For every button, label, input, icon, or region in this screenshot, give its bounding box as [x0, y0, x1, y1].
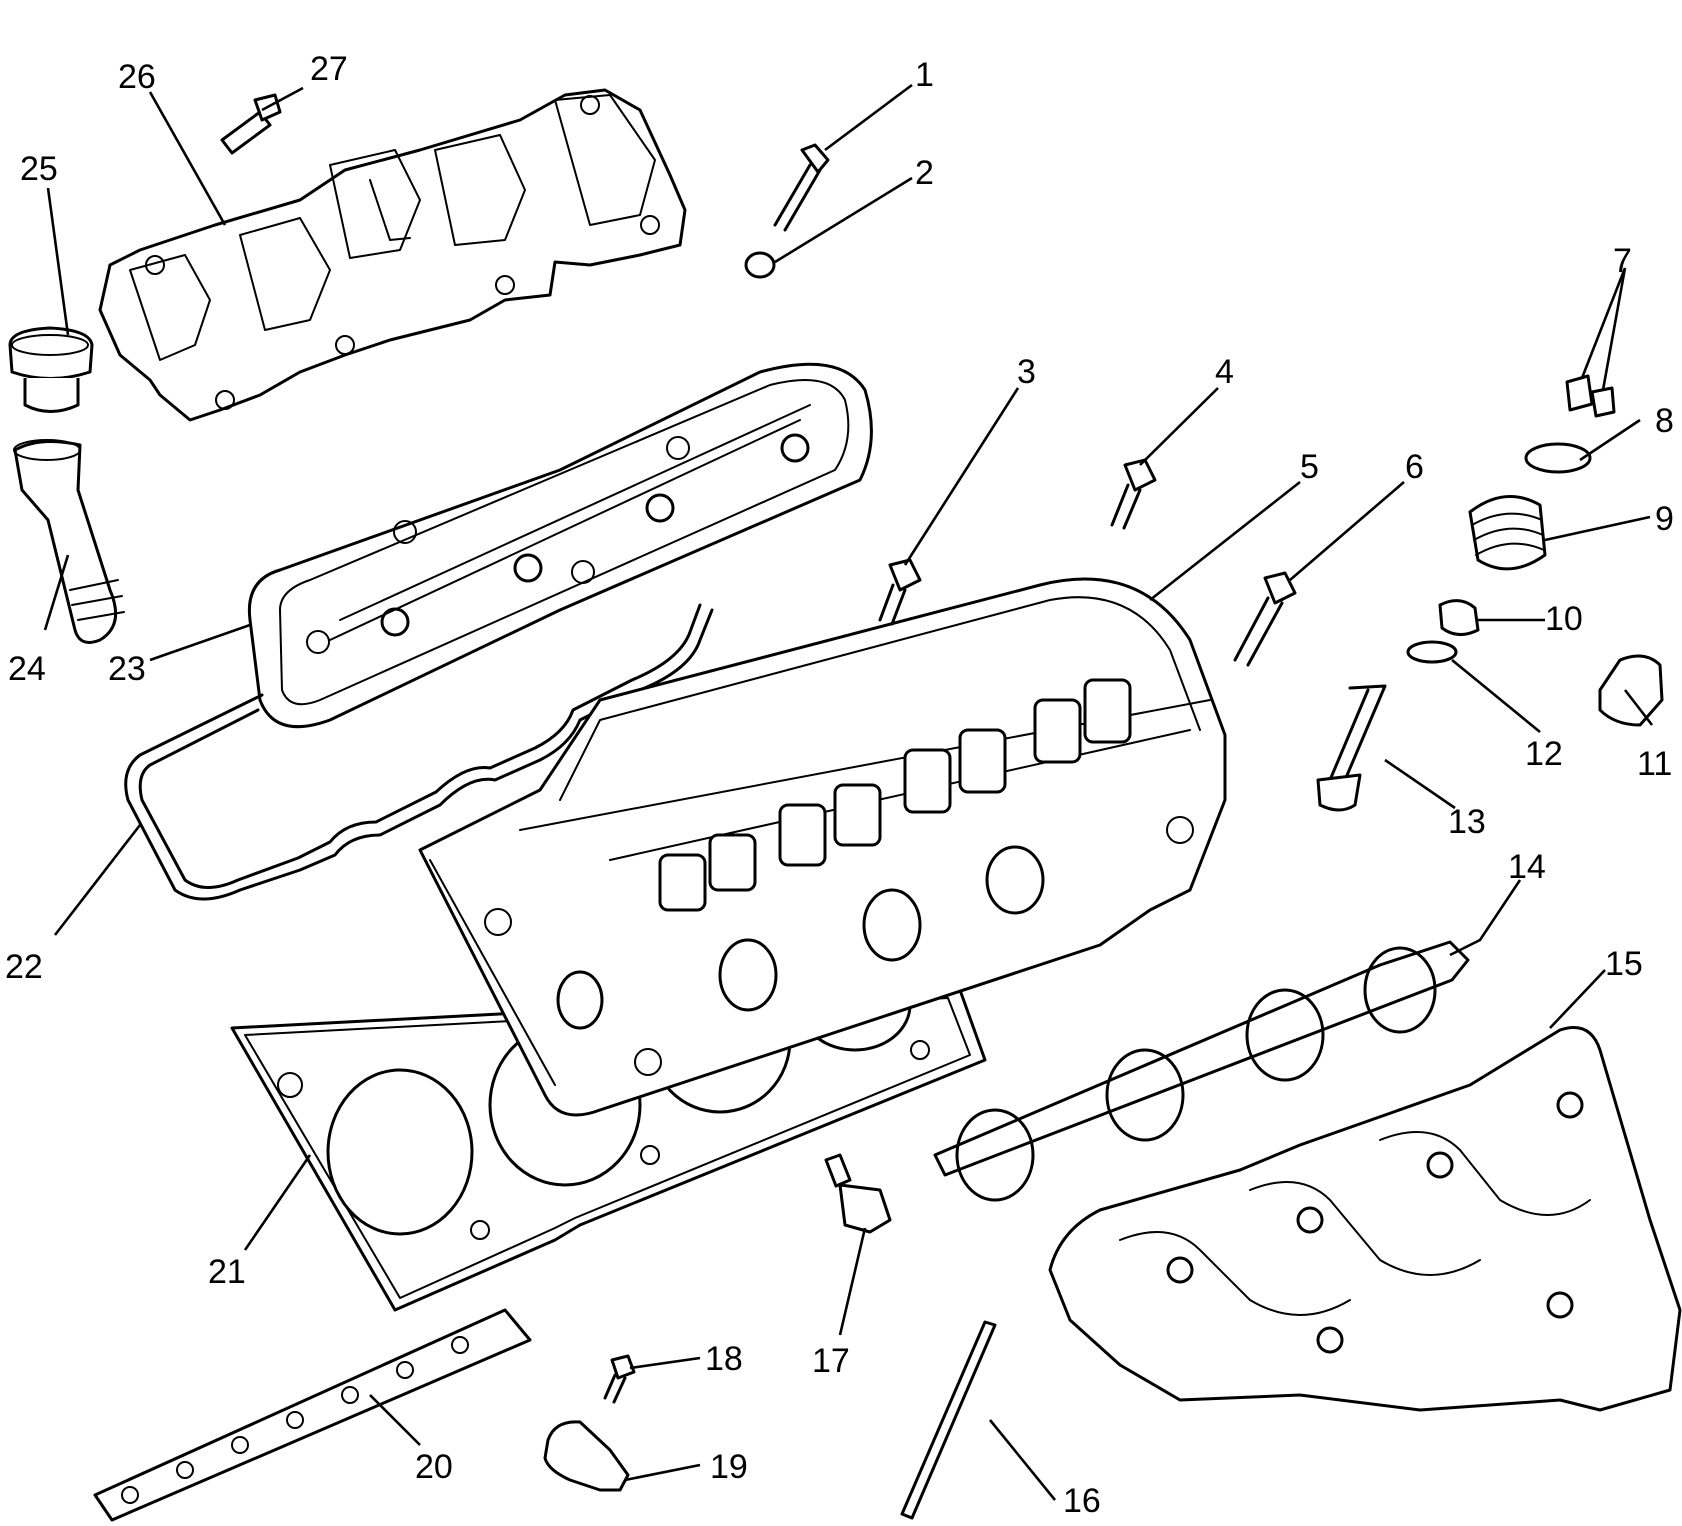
bracket-19 [543, 1420, 630, 1492]
callout-2: 2 [915, 154, 934, 192]
callout-20: 20 [415, 1448, 453, 1486]
callout-8: 8 [1655, 402, 1674, 440]
spring-retainer-8 [1524, 442, 1592, 474]
bolt-1 [773, 143, 830, 232]
callout-7: 7 [1613, 242, 1632, 280]
oil-fill-tube [13, 439, 125, 644]
callout-23: 23 [108, 650, 146, 688]
callout-22: 22 [5, 948, 43, 986]
callout-14: 14 [1508, 848, 1546, 886]
callout-13: 13 [1448, 803, 1486, 841]
callout-26: 26 [118, 58, 156, 96]
callout-1: 1 [915, 56, 934, 94]
callout-9: 9 [1655, 500, 1674, 538]
callout-27: 27 [310, 50, 348, 88]
exhaust-manifold [1048, 1026, 1682, 1412]
bolt-4 [1110, 458, 1157, 530]
cylinder-head [418, 577, 1227, 1117]
valve-13 [1316, 684, 1387, 812]
sensor-17 [824, 1153, 892, 1234]
valve-springs [658, 678, 1132, 912]
callout-15: 15 [1605, 945, 1643, 983]
stem-seal-10 [1438, 599, 1480, 636]
callout-12: 12 [1525, 735, 1563, 773]
callout-19: 19 [710, 1448, 748, 1486]
bolt-6 [1233, 571, 1297, 667]
valve-spring-9 [1468, 495, 1547, 571]
callout-5: 5 [1300, 448, 1319, 486]
callout-6: 6 [1405, 448, 1424, 486]
callout-11: 11 [1637, 745, 1672, 783]
bolt-18 [603, 1354, 636, 1404]
callout-25: 25 [20, 150, 58, 188]
callout-17: 17 [812, 1342, 850, 1380]
bolt-3 [878, 558, 922, 626]
oil-fill-cap [8, 326, 94, 413]
callout-labels: 1 2 3 4 5 6 7 8 9 10 11 12 13 14 15 16 1… [5, 50, 1674, 1520]
callout-18: 18 [705, 1340, 743, 1378]
valve-seal-11 [1598, 654, 1664, 727]
rail-20 [93, 1308, 532, 1522]
exhaust-manifold-gasket [933, 940, 1470, 1202]
callout-3: 3 [1017, 353, 1036, 391]
coil-bracket-assembly [98, 88, 687, 422]
callout-10: 10 [1545, 600, 1583, 638]
callout-16: 16 [1063, 1482, 1101, 1520]
callout-21: 21 [208, 1253, 246, 1291]
valve-keepers [1565, 374, 1616, 418]
shim-12 [1406, 640, 1458, 664]
leader-lines [43, 83, 1654, 1501]
stud-16 [900, 1320, 997, 1520]
washer-2 [744, 251, 776, 279]
callout-24: 24 [8, 650, 46, 688]
callout-4: 4 [1215, 353, 1234, 391]
valve-cover [247, 362, 873, 729]
